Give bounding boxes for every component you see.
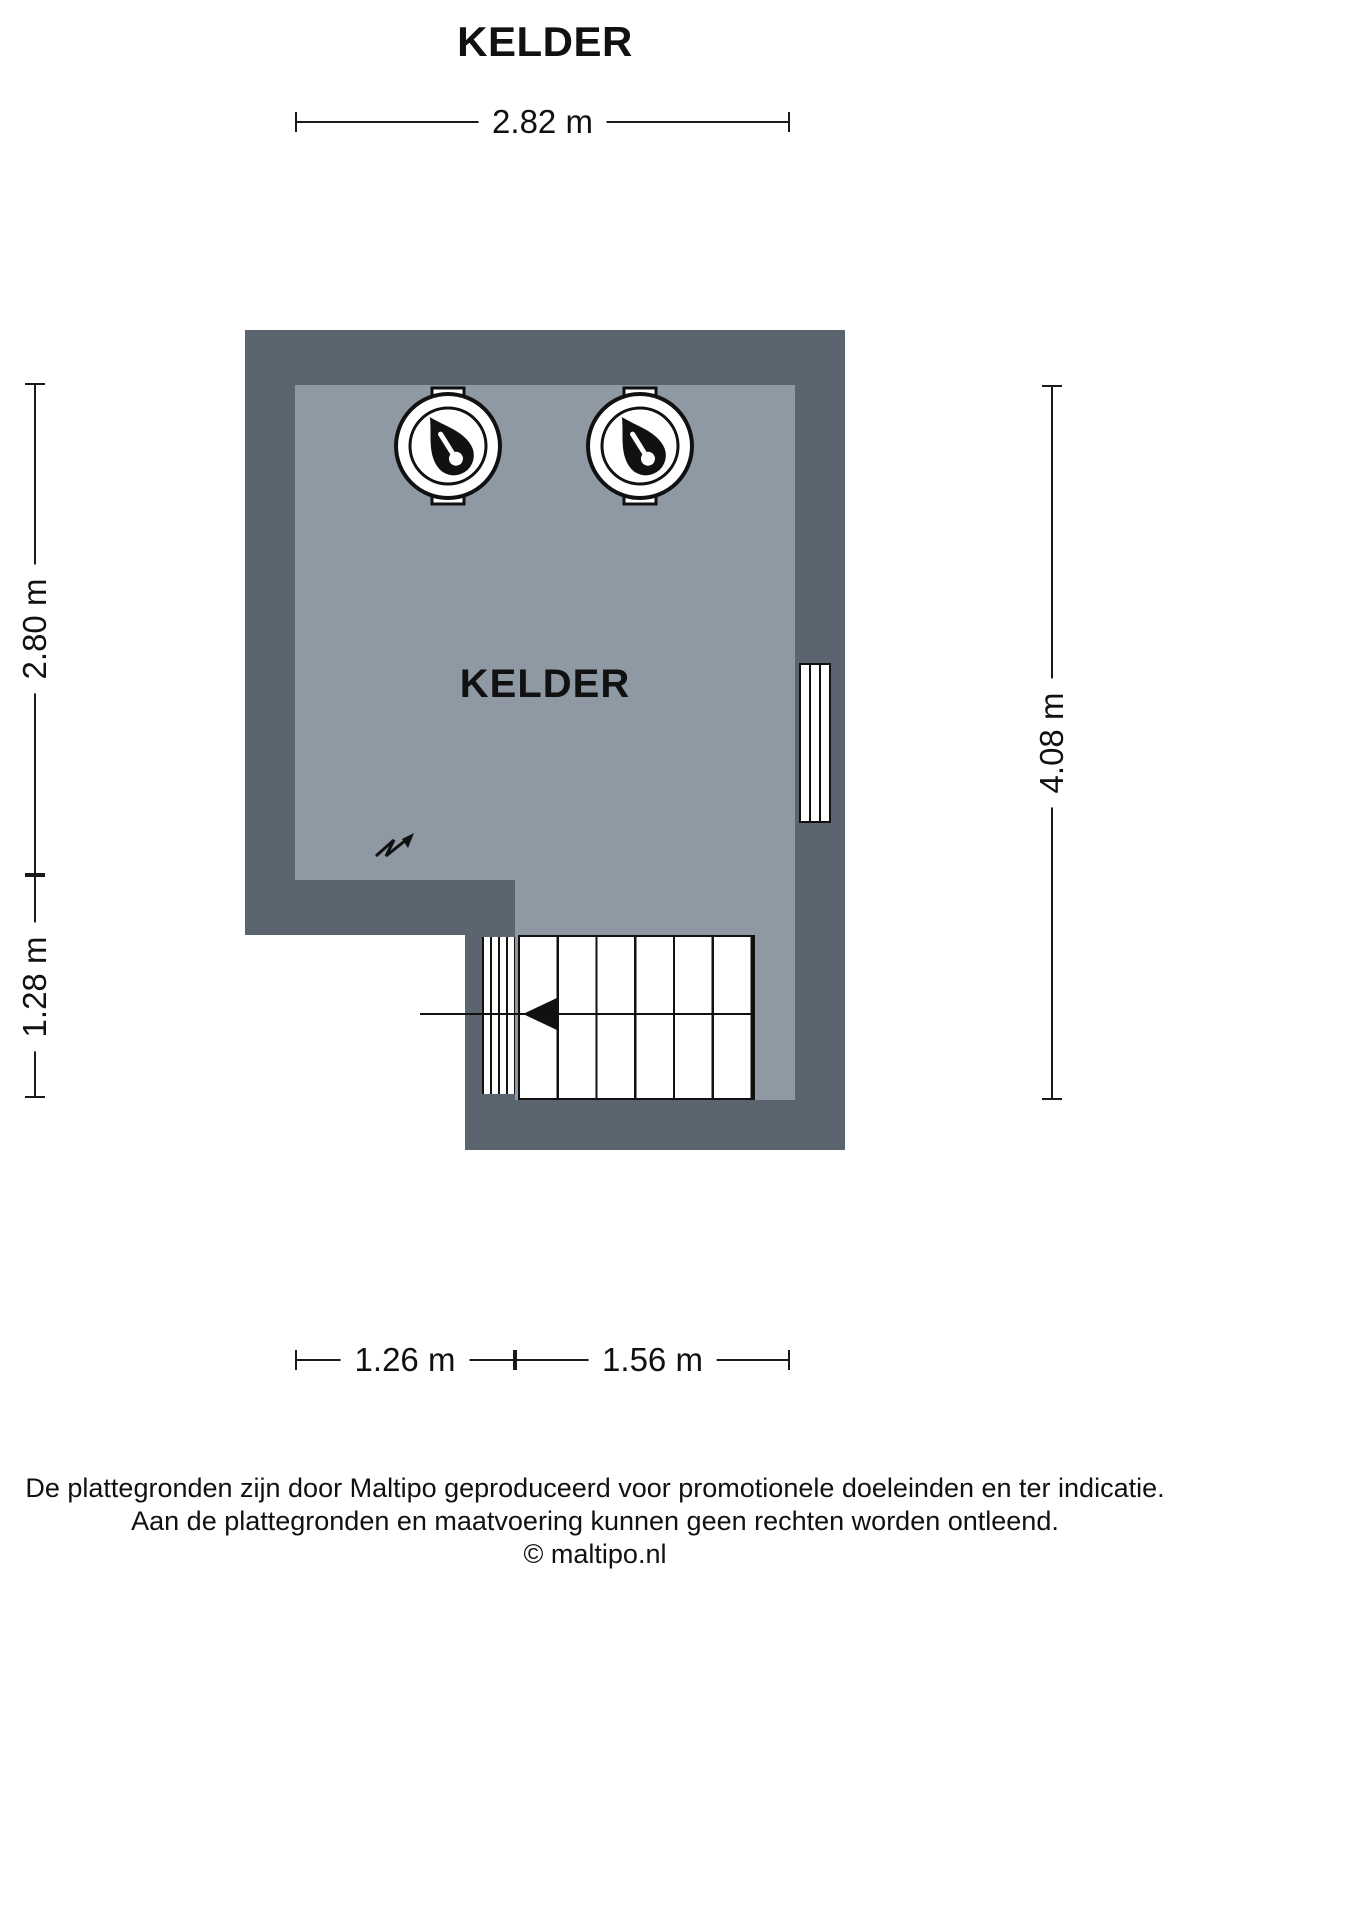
footer-line-2: Aan de plattegronden en maatvoering kunn… (131, 1506, 1059, 1536)
dimension-tick (788, 1350, 790, 1370)
window-pane-line (809, 665, 811, 821)
lightning-icon (375, 833, 414, 858)
dimension-label: 2.80 m (16, 564, 54, 694)
dimension-tick (513, 1350, 515, 1370)
hatched-opening (482, 937, 515, 1094)
exterior-notch (245, 935, 465, 1150)
dimension-label: 1.26 m (340, 1341, 470, 1379)
room-name-label: KELDER (459, 662, 631, 706)
dimension-label: 1.28 m (16, 922, 54, 1051)
room-floor-upper (295, 385, 795, 880)
window-pane-line (819, 665, 821, 821)
dimension-bottom-right: 1.56 m (515, 1341, 790, 1379)
dimension-tick (25, 1096, 45, 1098)
dimension-top: 2.82 m (295, 103, 790, 141)
dimension-label: 2.82 m (478, 103, 607, 141)
boiler-thermometer-icon (394, 386, 502, 506)
dimension-left-upper: 2.80 m (16, 383, 54, 875)
boiler-thermometer-icon (586, 386, 694, 506)
dimension-label: 4.08 m (1033, 678, 1071, 807)
dimension-tick (1042, 1098, 1062, 1100)
page-title: KELDER (457, 18, 633, 65)
dimension-bottom-left: 1.26 m (295, 1341, 515, 1379)
footer-line-1: De plattegronden zijn door Maltipo gepro… (25, 1473, 1165, 1503)
dimension-right: 4.08 m (1033, 385, 1071, 1100)
stair-walkline (420, 1013, 753, 1015)
dimension-left-lower: 1.28 m (16, 875, 54, 1098)
dimension-label: 1.56 m (588, 1341, 717, 1379)
footer-line-3: © maltipo.nl (523, 1539, 667, 1569)
stair-direction-arrow (523, 997, 559, 1031)
dimension-tick (25, 873, 45, 875)
window (799, 663, 831, 823)
dimension-tick (788, 112, 790, 132)
footer-disclaimer: De plattegronden zijn door Maltipo gepro… (0, 1472, 1190, 1571)
